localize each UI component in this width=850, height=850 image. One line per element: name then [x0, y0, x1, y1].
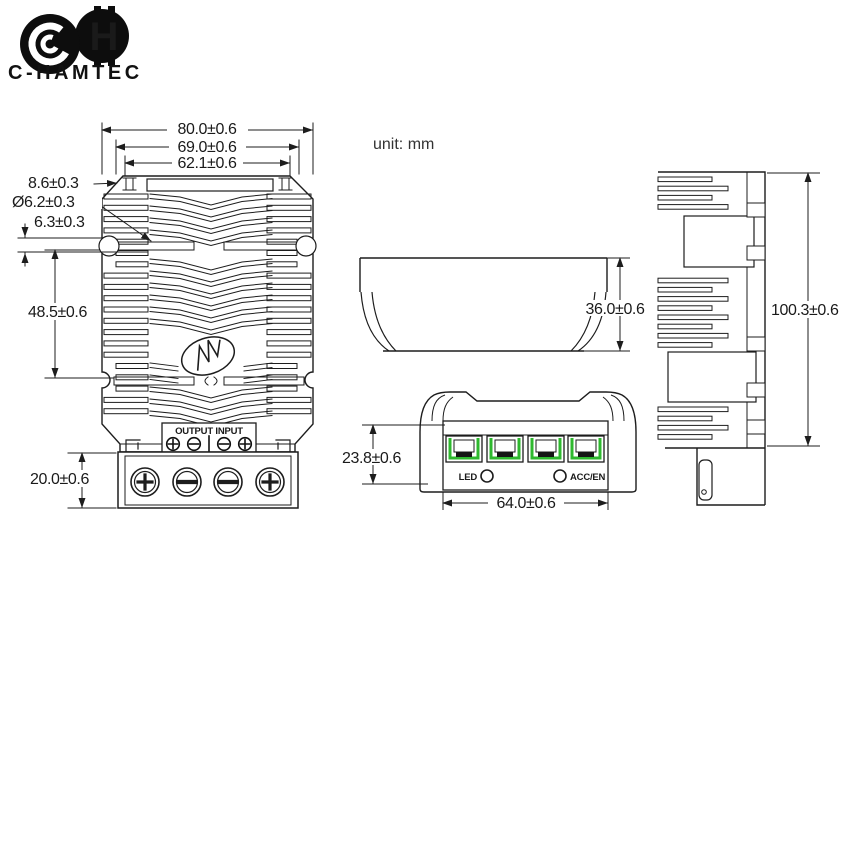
profile-heatsink-fins: [657, 176, 729, 440]
mount-boss-lower: [667, 351, 757, 403]
mount-boss-upper: [683, 215, 755, 268]
dim-bottom-height: 23.8±0.6: [342, 450, 401, 467]
esc-body-outline: [101, 175, 314, 453]
case-feet: [360, 291, 607, 352]
accen-indicator-icon: [553, 469, 567, 483]
corner-tab-right: [278, 177, 293, 191]
dim-body-height: 48.5±0.6: [28, 304, 87, 321]
plus-circle-icon: [165, 436, 181, 452]
side-view: 36.0±0.6: [359, 257, 647, 352]
plus-circle-icon: [237, 436, 253, 452]
io-label-strip: OUTPUT INPUT: [161, 422, 257, 453]
mounting-hole-left: [98, 235, 120, 257]
dim-terminal-height: 20.0±0.6: [30, 471, 89, 488]
dim-bottom-width: 64.0±0.6: [497, 495, 556, 512]
dim-width-mid: 69.0±0.6: [178, 139, 237, 156]
minus-circle-icon: [216, 436, 232, 452]
dim-hole-diameter: Ø6.2±0.3: [12, 194, 75, 211]
oval-logo-badge: [180, 336, 236, 376]
dim-width-inner: 62.1±0.6: [178, 155, 237, 172]
led-label: LED: [459, 472, 478, 483]
corner-tab-left: [122, 177, 137, 191]
connector-sockets: [445, 435, 605, 463]
unit-note: unit: mm: [373, 136, 434, 153]
brand-name: C-HAMTEC: [8, 62, 143, 84]
dim-profile-height: 100.3±0.6: [771, 302, 839, 319]
dim-side-height: 36.0±0.6: [586, 301, 645, 318]
dim-hole-offset: 6.3±0.3: [34, 214, 85, 231]
io-label: OUTPUT INPUT: [175, 426, 243, 437]
dim-tab: 8.6±0.3: [28, 175, 79, 192]
dim-width-outer: 80.0±0.6: [178, 121, 237, 138]
logo-monogram-h: H: [90, 15, 119, 59]
front-dimension-labels: 80.0±0.6 69.0±0.6 62.1±0.6 8.6±0.3 Ø6.2±…: [10, 121, 248, 488]
profile-view: 100.3±0.6: [657, 171, 847, 506]
bottom-view: LED ACC/EN 64.0±0.6 23.8±0.6: [340, 391, 637, 512]
heatsink-fins: [103, 193, 312, 428]
front-view: OUTPUT INPUT: [10, 121, 317, 509]
shoulder-lines: [431, 394, 625, 422]
profile-connector: [696, 448, 766, 506]
brand-logo: H C-HAMTEC: [8, 6, 143, 84]
edge-steps: [746, 202, 766, 435]
top-mount-bar: [146, 178, 274, 192]
logo-h-circle: [75, 9, 129, 63]
terminal-block: [117, 451, 299, 509]
minus-circle-icon: [186, 436, 202, 452]
accen-label: ACC/EN: [570, 472, 606, 483]
led-indicator-icon: [480, 469, 494, 483]
mounting-hole-right: [295, 235, 317, 257]
